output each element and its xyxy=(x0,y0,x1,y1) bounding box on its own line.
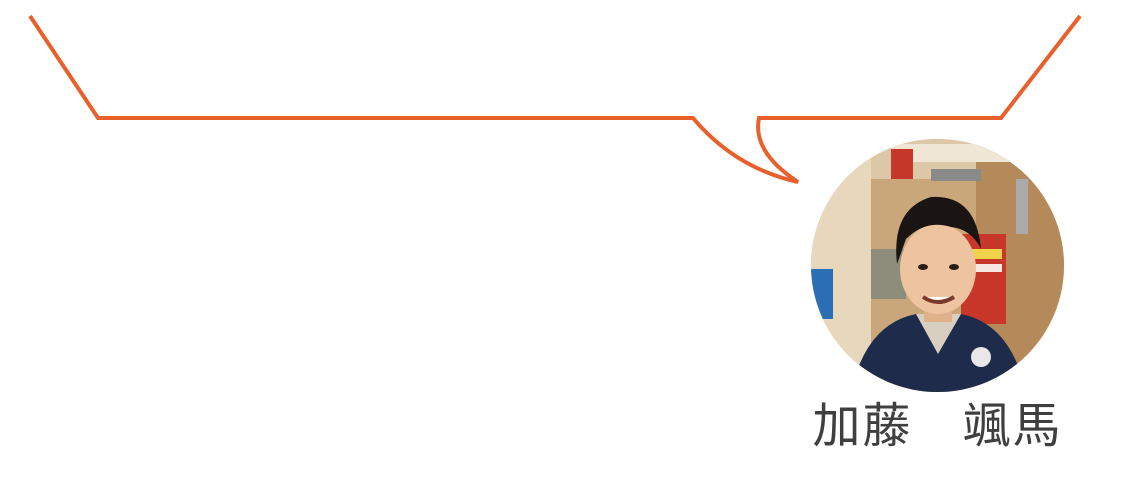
speaker-name: 加藤 颯馬 xyxy=(812,398,1063,454)
person-photo-icon xyxy=(811,139,1064,392)
speaker-avatar xyxy=(811,139,1064,392)
